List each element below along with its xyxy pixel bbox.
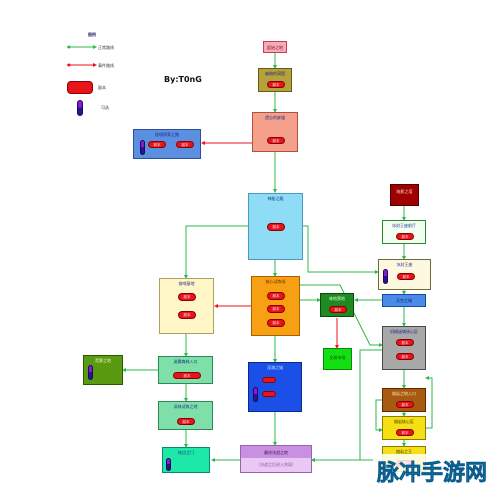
edge-temple-right (303, 225, 379, 274)
node-r-box1-pill: 副本 (396, 233, 414, 240)
node-r-yellow1: 熔岩核心区 副本 (382, 416, 426, 440)
node-bottom: 最终决战之地 （决战之后进入终局） (240, 445, 312, 473)
node-bottom-header (241, 446, 311, 458)
node-lc2: 深林试炼之地 副本 (158, 401, 213, 430)
edge-center-rgray (300, 284, 383, 347)
legend-title: 图例 (88, 32, 96, 37)
node-center-pill-2: 副本 (267, 305, 285, 313)
node-center-pill-1: 副本 (267, 292, 285, 300)
edge-y-loop (425, 376, 433, 429)
blue-mid-pill-2 (262, 391, 276, 397)
r-box2-optional-icon (383, 269, 388, 284)
node-start: 起始之地 (263, 41, 287, 53)
node-r-dark: 暗影之塔 (390, 184, 419, 206)
legend-optional-icon (77, 100, 83, 116)
node-r-gray: 机械迷城核心区 副本 副本 (382, 326, 426, 370)
node-r-gray-pill-2: 副本 (396, 353, 414, 360)
teal-optional-icon (166, 458, 171, 471)
node-r-brown: 熔岩之地入口 副本 (382, 388, 426, 412)
node-n1-pill: 副本 (267, 81, 285, 88)
node-left-blue: 秘境探索之路 副本 副本 (133, 129, 201, 159)
node-n1: 幽暗的洞窟 副本 (258, 68, 292, 92)
node-n2: 遗忘的废墟 副本 (252, 112, 298, 152)
node-bright-green: 交易市场 (323, 348, 352, 370)
node-r-box2-pill: 副本 (397, 273, 415, 280)
left-blue-pill-1: 副本 (148, 141, 166, 148)
edge-brown-side (375, 399, 386, 432)
node-n2-pill: 副本 (267, 137, 285, 144)
node-mid-left: 前哨基地 副本 副本 (159, 278, 214, 334)
node-small-green: 林地营地 副本 (320, 293, 354, 317)
node-center: 核心试炼场 副本 副本 副本 (251, 276, 300, 336)
node-r-brown-pill: 副本 (396, 401, 414, 408)
node-mid-left-pill-1: 副本 (178, 293, 196, 301)
edge-temple-left (184, 225, 248, 279)
node-far-left: 荒野之地 (83, 355, 123, 385)
node-r-box2: 冰封王座 副本 (378, 259, 431, 290)
node-teal: 终点之门 (162, 447, 210, 473)
blue-mid-pill-1 (262, 377, 276, 383)
node-temple-pill: 副本 (267, 223, 285, 231)
node-mid-left-pill-2: 副本 (178, 311, 196, 319)
legend-dungeon-swatch (67, 81, 93, 94)
node-temple: 神秘之殿 副本 (248, 193, 303, 260)
legend-dungeon-label: 副本 (98, 85, 106, 90)
legend-event-line (67, 63, 97, 67)
blue-mid-optional-icon (253, 387, 258, 402)
legend-normal-line (67, 45, 97, 49)
legend-event-label: 事件路线 (98, 63, 114, 68)
node-lc2-pill: 副本 (177, 418, 195, 425)
watermark-logo: 脉冲手游网 (373, 454, 491, 490)
node-lc1-pill: 副本 (173, 372, 201, 379)
far-left-optional-icon (88, 365, 93, 380)
svg-text:脉冲手游网: 脉冲手游网 (376, 460, 487, 486)
left-blue-pill-2: 副本 (176, 141, 194, 148)
legend-normal-label: 正常路线 (98, 45, 114, 50)
node-r-gray-pill-1: 副本 (396, 339, 414, 346)
author-credit: By:T0nG (164, 75, 202, 84)
node-r-box1: 冰封王座前厅 副本 (382, 220, 426, 244)
legend-optional-label: 可选 (101, 105, 109, 110)
node-r-yellow1-pill: 副本 (396, 429, 414, 436)
node-blue-mid: 深渊之城 (248, 362, 302, 412)
node-center-pill-3: 副本 (267, 319, 285, 327)
watermark: 脉冲手游网 (372, 452, 492, 492)
left-blue-optional-icon (140, 140, 145, 155)
node-lc1: 迷雾森林入口 副本 (158, 356, 213, 384)
node-small-green-pill: 副本 (329, 306, 347, 313)
node-r-blue: 天空之城 (382, 294, 426, 307)
